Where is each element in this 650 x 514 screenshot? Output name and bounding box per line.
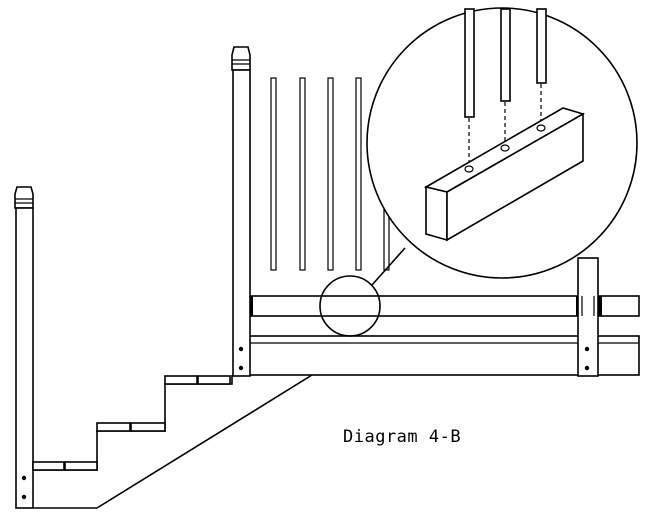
bolt-hole: [238, 365, 244, 371]
stair-stringer: [33, 374, 313, 509]
bolt-hole: [584, 346, 590, 352]
middle-newel-post: [231, 46, 251, 377]
detail-balusters: [464, 8, 547, 162]
bolt-hole: [21, 475, 27, 481]
bolt-hole: [238, 346, 244, 352]
stair-treads: [32, 375, 231, 471]
deck-beams: [248, 295, 640, 376]
right-post: [577, 257, 599, 377]
bolt-hole: [21, 494, 27, 500]
bolt-hole: [584, 365, 590, 371]
detail-rail-board: [423, 107, 586, 242]
left-newel-post: [14, 186, 34, 509]
diagram-caption: Diagram 4-B: [343, 427, 461, 447]
